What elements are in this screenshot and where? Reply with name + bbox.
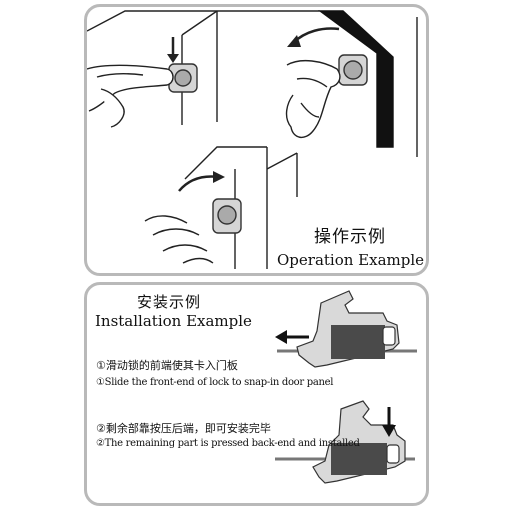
installation-title-en: Installation Example <box>95 312 252 330</box>
operation-title-en: Operation Example <box>277 251 425 269</box>
operation-example-panel: 操作示例 Operation Example <box>84 4 429 276</box>
step2-text-cn: ②剩余部靠按压后端，即可安装完毕 <box>96 423 271 434</box>
step1-marker-en: ① <box>96 377 105 388</box>
lock-profile-step1 <box>275 290 417 368</box>
installation-illustration <box>275 290 417 484</box>
step1-text-en: ①Slide the front-end of lock to snap-in … <box>96 378 333 388</box>
step1-marker: ① <box>96 359 106 372</box>
step1-en-label: Slide the front-end of lock to snap-in d… <box>104 377 334 388</box>
installation-title-cn: 安装示例 <box>137 293 202 311</box>
step2-text-en: ②The remaining part is pressed back-end … <box>96 439 360 449</box>
installation-example-panel: 安装示例 Installation Example ①滑动锁的前端使其卡入门板 … <box>84 282 429 506</box>
operation-illustration <box>87 10 418 269</box>
scene-turn-lock <box>217 10 418 157</box>
scene-open-door <box>144 146 298 269</box>
step1-text-cn: ①滑动锁的前端使其卡入门板 <box>96 360 238 371</box>
step2-en-label: The remaining part is pressed back-end a… <box>104 438 360 449</box>
step1-cn-label: 滑动锁的前端使其卡入门板 <box>105 359 238 372</box>
step2-cn-label: 剩余部靠按压后端，即可安装完毕 <box>105 422 271 435</box>
operation-title-cn: 操作示例 <box>314 227 386 247</box>
scene-press-lock <box>87 10 218 128</box>
step2-marker: ② <box>96 422 106 435</box>
lock-profile-step2 <box>275 400 415 484</box>
step2-marker-en: ② <box>96 438 105 449</box>
